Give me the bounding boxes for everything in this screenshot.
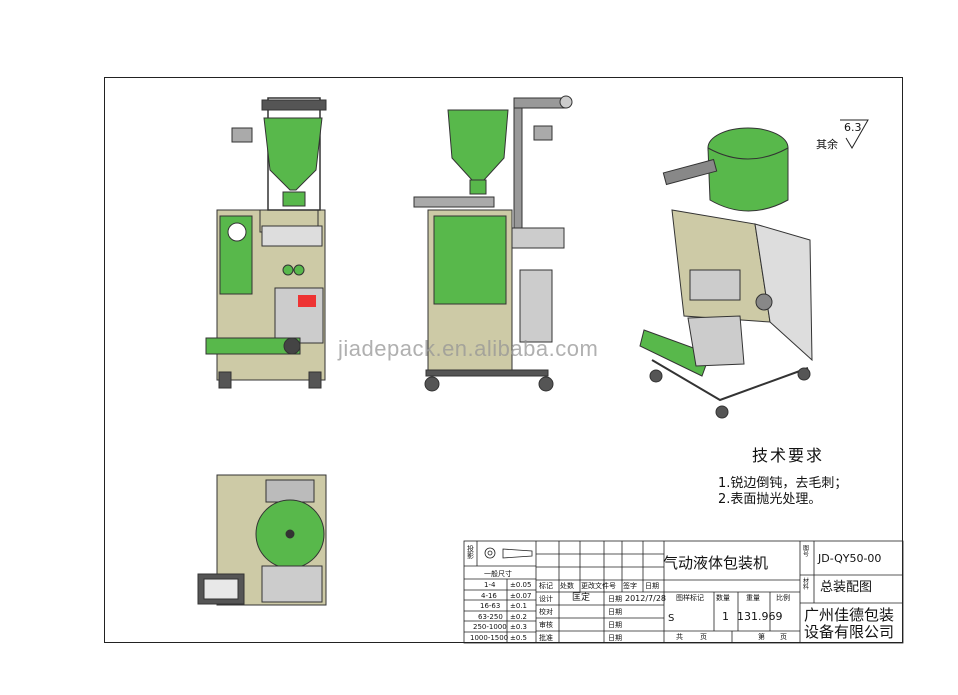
tol-value: ±0.5 [510, 634, 527, 642]
company-name-line1: 广州佳德包装 [804, 606, 895, 624]
stage-value: S [668, 613, 675, 624]
title-block-grid [463, 540, 904, 644]
front-view [205, 97, 327, 389]
page-label: 页 [700, 633, 707, 641]
tol-range: 16-63 [480, 602, 501, 610]
tol-value: ±0.2 [510, 613, 527, 621]
side-hopper [447, 109, 509, 181]
tol-value: ±0.3 [510, 623, 527, 631]
drawing-frame [104, 77, 903, 643]
approve-label: 批准 [539, 634, 553, 642]
watermark: jiadepack.en.alibaba.com [338, 336, 599, 361]
page-label: 页 [780, 633, 787, 641]
general-tolerance-label: 一般尺寸 [484, 570, 512, 578]
iso-conveyor [639, 329, 711, 377]
tol-range: 4-16 [481, 592, 497, 600]
tol-range: 1-4 [484, 581, 496, 589]
total-label: 共 [676, 633, 683, 641]
quantity-value: 1 [722, 610, 729, 623]
stage-mark-label: 图样标记 [676, 594, 704, 602]
side-view [413, 95, 573, 392]
front-hopper [263, 117, 323, 191]
roughness-remaining: 其余 [816, 138, 838, 151]
quantity-label: 数量 [716, 594, 730, 602]
rev-header: 更改文件号 [581, 582, 616, 590]
weight-label: 重量 [746, 594, 760, 602]
isometric-view [639, 127, 813, 419]
date-value: 2012/7/28 [625, 594, 667, 603]
roughness-value: 6.3 [844, 121, 862, 134]
iso-hopper [707, 147, 789, 212]
tech-requirement-1: 1.锐边倒钝，去毛刺； [718, 476, 848, 491]
machine-name: 气动液体包装机 [663, 554, 769, 572]
scale-label: 比例 [776, 594, 790, 602]
rev-header: 签字 [623, 582, 637, 590]
drawing-number: JD-QY50-00 [818, 552, 882, 565]
tol-range: 1000-1500 [470, 634, 509, 642]
review-label: 审核 [539, 621, 553, 629]
tech-requirement-2: 2.表面抛光处理。 [718, 492, 822, 507]
roughness-note: 其余 6.3 [814, 118, 874, 158]
date-label: 日期 [608, 621, 622, 629]
date-label: 日期 [608, 634, 622, 642]
weight-value: 131.969 [737, 610, 783, 623]
rev-header: 日期 [645, 582, 659, 590]
sheet-label: 第 [758, 633, 765, 641]
rev-header: 处数 [560, 582, 574, 590]
tol-range: 250-1000 [473, 623, 507, 631]
date-label: 日期 [608, 595, 622, 603]
drawing-name: 总装配图 [820, 580, 873, 595]
roughness-symbol [840, 119, 869, 149]
tol-value: ±0.07 [510, 592, 532, 600]
check-label: 校对 [539, 608, 553, 616]
design-label: 设计 [539, 595, 553, 603]
drawing-no-label: 图号 [803, 545, 810, 558]
tech-requirements-title: 技术要求 [752, 446, 825, 465]
title-block: 投影 一般尺寸 1-4 ±0.05 4-16 ±0.07 16-63 ±0.1 … [464, 541, 903, 643]
tol-value: ±0.05 [510, 581, 532, 589]
rev-header: 标记 [539, 582, 553, 590]
company-name-line2: 设备有限公司 [804, 623, 895, 641]
material-label: 材料 [803, 578, 810, 591]
tol-value: ±0.1 [510, 602, 527, 610]
date-label: 日期 [608, 608, 622, 616]
top-view [197, 474, 327, 606]
tol-range: 63-250 [478, 613, 503, 621]
projection-label: 投影 [467, 545, 474, 560]
designer-name: 匡定 [572, 593, 591, 603]
